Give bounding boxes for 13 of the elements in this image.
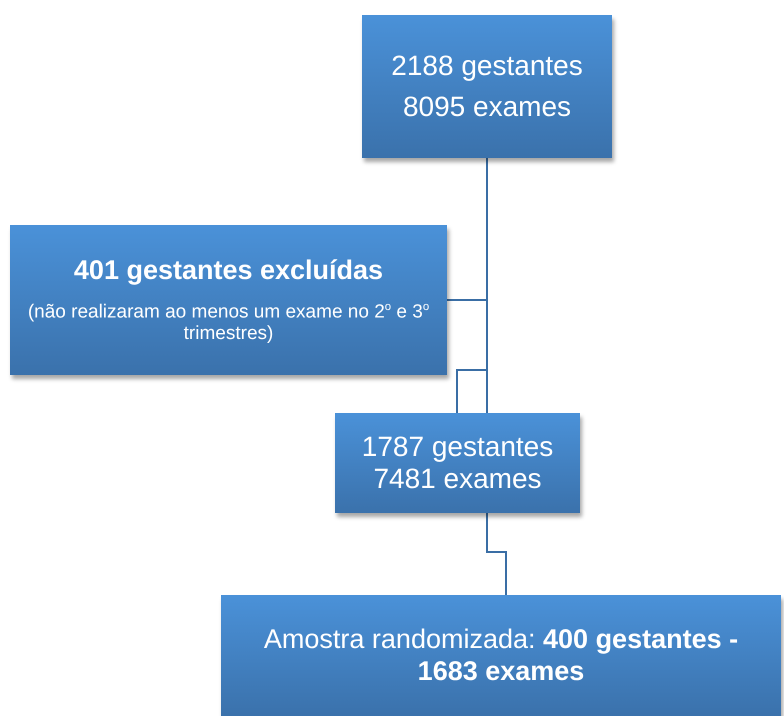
box-text: 1787 gestantes <box>362 430 554 463</box>
connector-line <box>486 513 507 595</box>
box-text: 8095 exames <box>402 90 572 123</box>
process-box <box>221 595 781 716</box>
process-box <box>335 413 580 513</box>
box-text: 401 gestantes excluídas <box>74 255 384 287</box>
process-box <box>10 225 447 375</box>
connector-line <box>456 157 488 414</box>
box-text: 7481 exames <box>373 463 542 496</box>
process-box <box>362 15 612 158</box>
box-text: 2188 gestantes <box>391 50 583 82</box>
box-text: (não realizaram ao menos um exame no 2$^{o}$ e 3$^{o}$ trimestres) <box>26 300 430 345</box>
box-text: Amostra randomizada: 400 gestantes - 1683 exames <box>262 624 740 687</box>
